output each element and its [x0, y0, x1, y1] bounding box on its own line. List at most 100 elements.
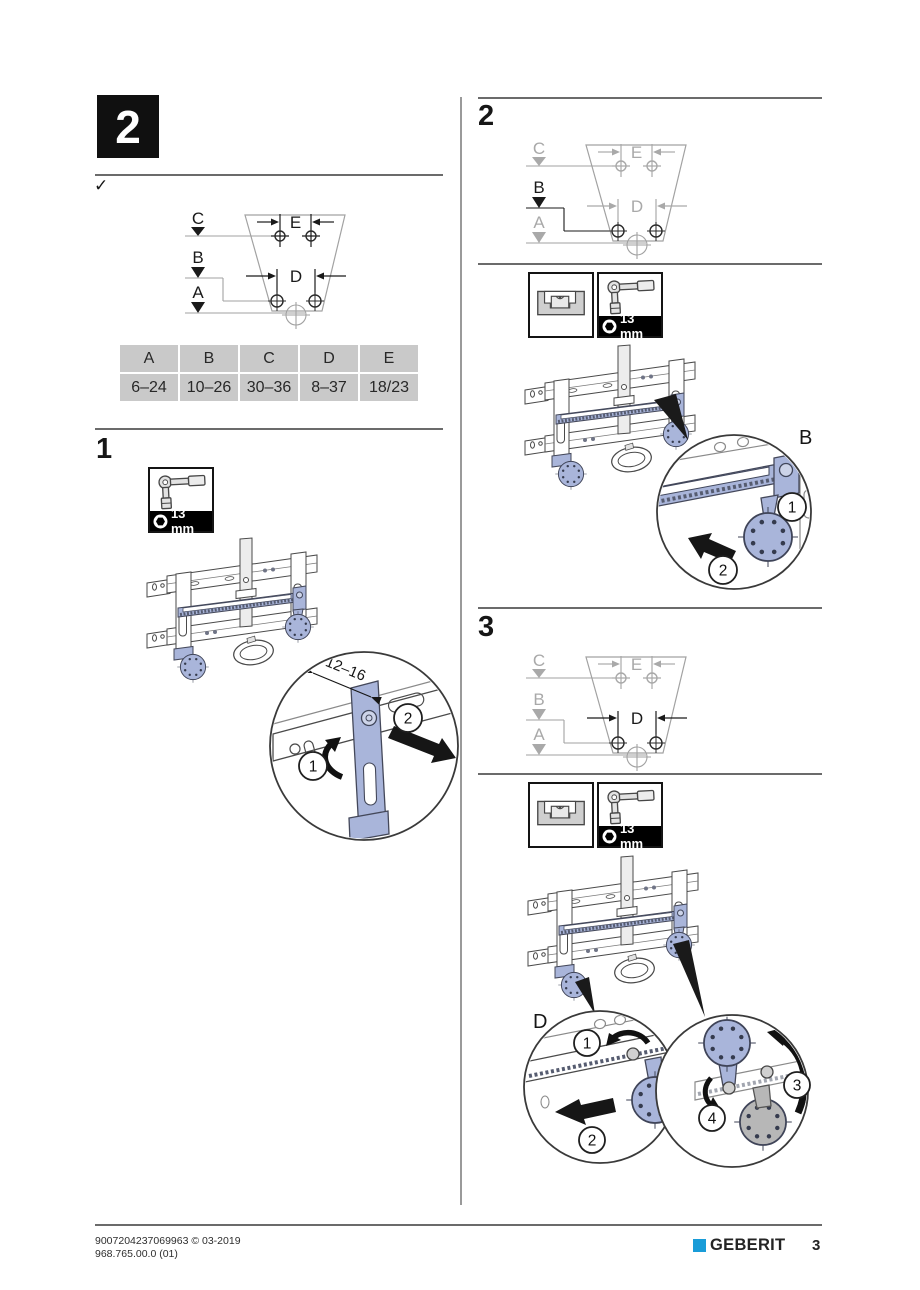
step-badge-1: 1	[777, 492, 807, 522]
dim-D: D	[587, 709, 687, 737]
svg-text:E: E	[290, 213, 301, 232]
dim-label-B: B	[526, 690, 612, 744]
svg-text:E: E	[631, 143, 642, 162]
svg-text:A: A	[533, 213, 545, 232]
callout-label-D: D	[533, 1011, 547, 1033]
svg-text:4: 4	[708, 1111, 717, 1128]
toolbox-socket-wrench: 13 mm	[597, 782, 663, 851]
step2-heading: 2	[478, 100, 495, 132]
dim-label-C: C	[526, 651, 616, 679]
svg-text:A: A	[192, 283, 204, 302]
wrench-size-text: 13 mm	[619, 821, 644, 851]
step2-illustration: B 1 2	[515, 340, 812, 590]
spirit-level-icon	[537, 290, 585, 316]
svg-text:C: C	[533, 139, 545, 158]
step-badge-3: 3	[783, 1071, 811, 1099]
step-badge-2: 2	[708, 555, 738, 585]
svg-text:D: D	[631, 709, 643, 728]
step3-illustration: D 1 2 3 4	[523, 850, 811, 1168]
hex-socket-icon	[602, 319, 617, 333]
dim-label-A: A	[526, 725, 646, 756]
svg-text:E: E	[631, 655, 642, 674]
dim-label-B: B	[185, 248, 271, 302]
dim-label-B: B	[526, 178, 612, 232]
slide-arrow	[555, 1098, 616, 1125]
svg-text:B: B	[533, 690, 544, 709]
step1-illustration: 12–16 1 2	[145, 528, 459, 841]
hex-socket-icon	[153, 514, 168, 528]
callout-pointer	[575, 977, 595, 1014]
dim-D: D	[246, 267, 346, 295]
toolbox-socket-wrench: 13 mm	[597, 272, 663, 341]
geberit-logo-square	[693, 1239, 706, 1252]
wrench-size-label: 13 mm	[150, 506, 212, 536]
swing-arrow	[777, 1034, 807, 1115]
callout-label-B: B	[799, 427, 812, 449]
socket-wrench-icon	[158, 474, 206, 510]
dim-label-A: A	[185, 283, 305, 314]
dimension-diagram-D: C B A E D	[526, 651, 687, 771]
table-value: 8–37	[300, 374, 358, 401]
step-badge-4: 4	[698, 1104, 726, 1132]
wrench-size-text: 13 mm	[619, 311, 644, 341]
svg-text:1: 1	[788, 500, 797, 517]
step-badge-1: 1	[298, 751, 328, 781]
svg-text:B: B	[192, 248, 203, 267]
dim-E: E	[257, 213, 334, 247]
wrench-size-text: 13 mm	[170, 506, 195, 536]
chapter-number-box: 2	[97, 95, 159, 158]
svg-text:3: 3	[793, 1078, 802, 1095]
table-header: D	[300, 345, 358, 372]
rule-right-tools3	[478, 773, 822, 775]
svg-text:1: 1	[583, 1036, 592, 1053]
table-header: C	[240, 345, 298, 372]
geberit-logo: GEBERIT	[693, 1236, 785, 1255]
hex-socket-icon	[602, 829, 617, 843]
dimension-diagram-B: C B A E D	[526, 139, 687, 259]
svg-text:B: B	[533, 178, 544, 197]
svg-text:D: D	[631, 197, 643, 216]
table-header: B	[180, 345, 238, 372]
rule-right-tools2	[478, 263, 822, 265]
svg-text:D: D	[290, 267, 302, 286]
step3-heading: 3	[478, 611, 495, 643]
table-value: 30–36	[240, 374, 298, 401]
svg-text:A: A	[533, 725, 545, 744]
rule-right-step3	[478, 607, 822, 609]
svg-text:C: C	[533, 651, 545, 670]
svg-text:1: 1	[309, 759, 318, 776]
table-header: E	[360, 345, 418, 372]
step-badge-2: 2	[393, 703, 423, 733]
dim-label-C: C	[526, 139, 616, 167]
step-badge-2: 2	[578, 1126, 606, 1154]
dim-label-A: A	[526, 213, 646, 244]
table-value: 10–26	[180, 374, 238, 401]
checkmark: ✓	[94, 176, 109, 195]
footer-doc-line: 968.765.00.0 (01)	[95, 1248, 178, 1260]
dim-label-C: C	[185, 209, 275, 237]
toolbox-spirit-level	[528, 782, 594, 848]
dimension-diagram-overview: C B A E D	[185, 209, 346, 329]
callout-pointer	[654, 394, 688, 440]
table-header: A	[120, 345, 178, 372]
table-value: 18/23	[360, 374, 418, 401]
svg-text:2: 2	[719, 563, 728, 580]
svg-text:2: 2	[588, 1133, 597, 1150]
spirit-level-icon	[537, 800, 585, 826]
geberit-logo-text: GEBERIT	[710, 1236, 786, 1254]
wrench-size-label: 13 mm	[599, 821, 661, 851]
svg-text:C: C	[192, 209, 204, 228]
table-value: 6–24	[120, 374, 178, 401]
rule-right-step2	[478, 97, 822, 99]
svg-text:2: 2	[404, 711, 413, 728]
step-badge-1: 1	[573, 1029, 601, 1057]
toolbox-socket-wrench: 13 mm	[148, 467, 214, 536]
dim-D: D	[587, 197, 687, 225]
step1-heading: 1	[96, 433, 113, 465]
footer-id-line: 9007204237069963 © 03-2019	[95, 1235, 241, 1247]
toolbox-spirit-level	[528, 272, 594, 338]
rule-left-step1	[95, 428, 443, 430]
footer-rule	[95, 1224, 822, 1226]
dimension-table: A B C D E 6–24 10–26 30–36 8–37 18/23	[120, 345, 418, 401]
